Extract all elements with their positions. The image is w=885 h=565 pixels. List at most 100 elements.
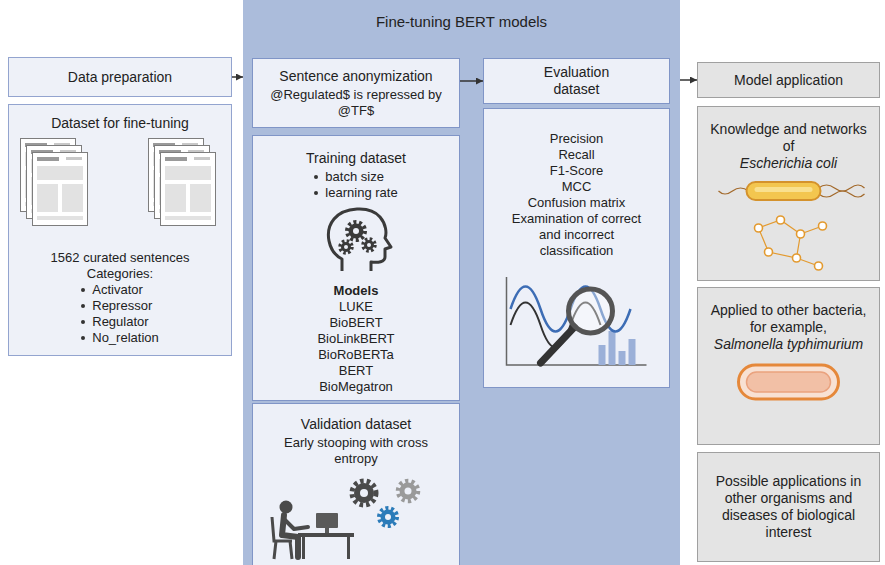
process-box: Evaluation dataset: [483, 58, 670, 104]
person-computer-icon: [354, 483, 374, 503]
bacterium-network-icon: [819, 222, 827, 230]
person-computer-icon: [352, 481, 376, 505]
bullet-row: No_relation: [81, 330, 159, 346]
document-stack-icon: [27, 146, 82, 219]
application-box: Possible applications in other organisms…: [697, 452, 880, 562]
chart-magnifier-icon: [541, 327, 575, 363]
icon-slot: [17, 136, 223, 240]
brain-gears-icon: [347, 222, 365, 240]
box-heading: Data preparation: [68, 69, 172, 86]
person-computer-icon: [400, 483, 417, 500]
step-header: Data preparation: [8, 57, 232, 97]
box-heading: Model application: [734, 72, 843, 89]
bacterium-network-icon: [815, 262, 823, 270]
document-stack-icon: [21, 139, 216, 226]
chart-magnifier-icon: [511, 303, 601, 348]
person-computer-icon: [316, 513, 338, 528]
brain-gears-icon: [341, 242, 351, 252]
body-text: LUKE: [339, 299, 373, 315]
bullet-dot: [81, 288, 85, 292]
document-stack-icon: [161, 153, 216, 226]
body-text: BioMegatron: [319, 379, 393, 395]
body-text: BERT: [339, 363, 373, 379]
list-item: Regulator: [92, 314, 148, 330]
body-text: Knowledge and networks of: [709, 121, 869, 155]
brain-gears-icon: [328, 209, 391, 271]
person-computer-icon: [325, 528, 329, 533]
person-computer-icon: [379, 508, 397, 526]
chart-magnifier-icon: [569, 289, 613, 333]
chart-magnifier-icon: [629, 339, 636, 365]
brain-gears-icon: [364, 240, 374, 250]
flow-arrow: [232, 76, 243, 78]
body-text: 1562 curated sentences: [51, 250, 190, 266]
bullet-row: Repressor: [81, 298, 159, 314]
bullet-dot: [81, 304, 85, 308]
body-text: Recall: [558, 147, 594, 163]
chart-magnifier-icon: [609, 331, 616, 365]
stage-panel: Fine-tuning BERT modelsSentence anonymiz…: [243, 0, 680, 565]
person-computer-icon: [405, 488, 412, 495]
person-computer-icon: [284, 519, 308, 529]
box-heading: Dataset for fine-tuning: [51, 115, 189, 132]
brain-gears-icon: [349, 224, 364, 239]
process-box: Validation datasetEarly stooping with cr…: [252, 403, 460, 565]
list-item: learning rate: [325, 185, 397, 201]
body-text: Escherichia coli: [740, 155, 837, 172]
person-computer-icon: [347, 537, 350, 559]
bullet-dot: [81, 336, 85, 340]
bacterium-network-icon: [747, 182, 821, 200]
body-text: BioRoBERTa: [318, 347, 394, 363]
body-text: BioLinkBERT: [317, 331, 394, 347]
chart-magnifier-icon: [507, 277, 647, 365]
icon-slot: [706, 359, 871, 405]
bacterium-network-icon: [777, 216, 785, 224]
bacterium-network-icon: [793, 254, 801, 262]
brain-gears-icon: [363, 239, 375, 251]
process-box: Training datasetbatch sizelearning rateM…: [252, 135, 460, 401]
document-stack-icon: [33, 153, 88, 226]
body-text: MCC: [562, 179, 592, 195]
list-item: batch size: [325, 169, 384, 185]
box-heading: Evaluation dataset: [527, 64, 627, 98]
bullet-dot: [81, 320, 85, 324]
body-text: Early stooping with cross entropy: [271, 435, 441, 467]
list-item: Repressor: [92, 298, 152, 314]
salmonella-icon: [739, 365, 839, 399]
person-computer-icon: [398, 481, 418, 501]
body-text: BioBERT: [329, 315, 382, 331]
metrics-box: PrecisionRecallF1-ScoreMCCConfusion matr…: [483, 108, 670, 388]
bullet-row: Regulator: [81, 314, 159, 330]
box-heading: Training dataset: [306, 150, 406, 167]
person-computer-icon: [385, 514, 391, 520]
document-stack-icon: [155, 146, 210, 219]
bacterium-network-icon: [819, 185, 865, 191]
icon-slot: [261, 207, 451, 273]
flow-arrow: [680, 79, 697, 81]
person-computer-icon: [381, 510, 396, 525]
person-computer-icon: [302, 537, 305, 559]
bullet-list: batch sizelearning rate: [314, 169, 397, 201]
bacterium-network-icon: [755, 224, 763, 232]
salmonella-icon: [739, 365, 839, 399]
body-text: Confusion matrix: [528, 195, 626, 211]
brain-gears-icon: [347, 222, 365, 240]
body-text: @Regulated$ is repressed by @TF$: [261, 87, 451, 119]
brain-gears-icon: [344, 245, 348, 249]
process-box: Sentence anonymization@Regulated$ is rep…: [252, 58, 460, 128]
bullet-row: batch size: [314, 169, 397, 185]
chart-magnifier-icon: [507, 277, 647, 365]
body-text: Precision: [550, 131, 603, 147]
bacterium-network-icon: [719, 182, 865, 270]
salmonella-icon: [747, 372, 831, 392]
body-text: Examination of correct and incorrect cla…: [502, 211, 652, 259]
application-box: Knowledge and networks ofEscherichia col…: [697, 106, 880, 281]
flow-arrow: [460, 80, 483, 82]
person-computer-icon: [272, 481, 418, 559]
bacterium-network-icon: [797, 230, 805, 238]
application-box: Applied to other bacteria, for example,S…: [697, 287, 880, 445]
document-stack-icon: [149, 139, 204, 212]
person-computer-icon: [398, 481, 418, 501]
bacterium-network-icon: [719, 188, 749, 194]
